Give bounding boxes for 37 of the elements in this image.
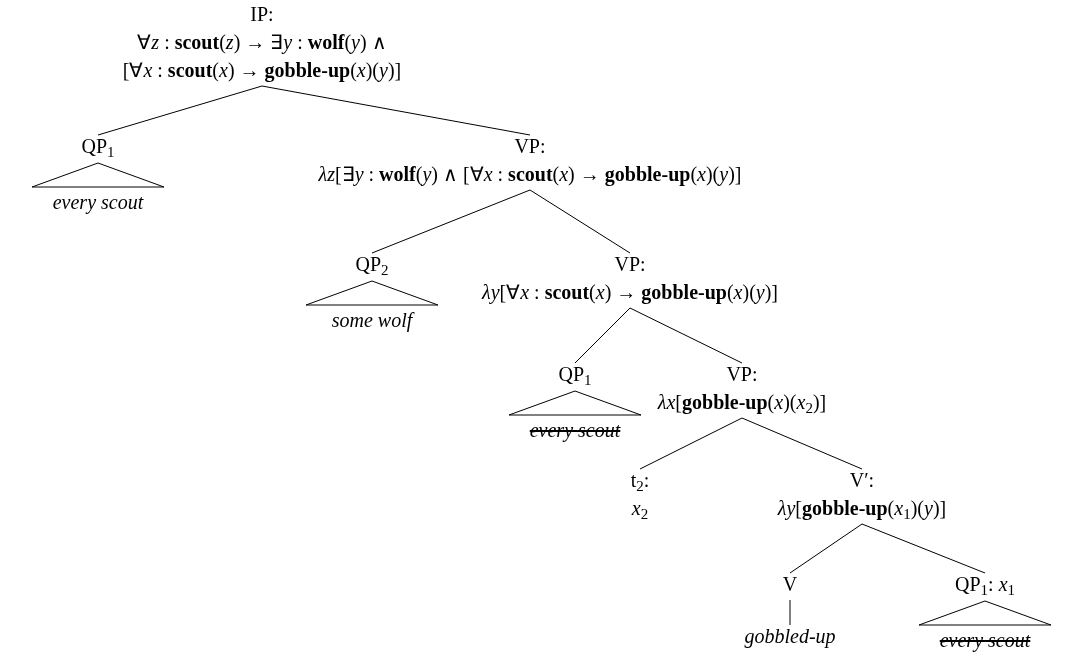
roof-triangle	[305, 280, 439, 306]
tree-branch	[529, 189, 631, 254]
node-label: VP:	[613, 252, 647, 277]
semantic-formula: λy[∀x : scout(x) → gobble-up(x)(y)]	[481, 280, 779, 306]
roof-triangle	[31, 162, 165, 188]
node-label: QP$_{2}$	[355, 252, 389, 278]
terminal-words: every scout	[939, 628, 1031, 654]
node-label: QP$_{1}$: x$_{1}$	[955, 572, 1015, 598]
node-label: V	[782, 572, 798, 597]
terminal-words: every scout	[529, 418, 621, 444]
tree-branch	[371, 189, 531, 254]
tree-branch	[639, 417, 743, 470]
terminal-words: every scout	[52, 190, 144, 216]
node-label: V′:	[848, 468, 876, 493]
semantic-formula: λx[gobble-up(x)(x$_{2}$)]	[657, 390, 827, 416]
tree-branch	[789, 523, 863, 574]
node-label: VP:	[513, 134, 547, 159]
semantic-formula: x$_{2}$	[630, 496, 650, 522]
roof-triangle	[508, 390, 642, 416]
tree-branch	[861, 523, 986, 574]
terminal-words: some wolf	[331, 308, 413, 334]
node-label: IP:	[249, 2, 275, 27]
roof-triangle	[918, 600, 1052, 626]
tree-branch	[574, 307, 631, 364]
semantic-formula: ∀z : scout(z) → ∃y : wolf(y) ∧ [∀x : scout(x) → gobble-up(x)(y)]	[121, 30, 403, 84]
tree-branch	[789, 599, 791, 626]
node-label: QP$_{1}$	[81, 134, 115, 160]
semantic-formula: λy[gobble-up(x$_{1}$)(y)]	[777, 496, 947, 522]
tree-branch	[261, 85, 531, 136]
terminal-word: gobbled-up	[744, 624, 836, 650]
tree-branch	[741, 417, 863, 470]
tree-branch	[629, 307, 743, 364]
tree-branch	[97, 85, 263, 136]
node-label: QP$_{1}$	[558, 362, 592, 388]
semantic-formula: λz[∃y : wolf(y) ∧ [∀x : scout(x) → gobble-up(x)(y)]	[318, 162, 742, 188]
node-label: t$_{2}$:	[630, 468, 650, 494]
node-label: VP:	[725, 362, 759, 387]
